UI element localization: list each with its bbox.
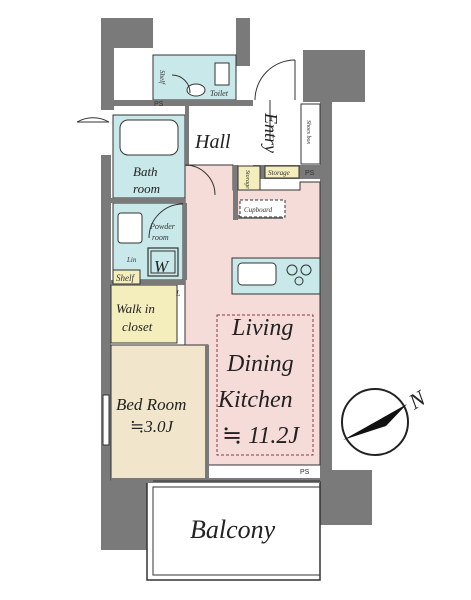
ldk-label-3: Kitchen [217,387,293,413]
stove-burner-icon [300,264,312,276]
walk-in-closet [110,284,178,344]
storage-box-1 [237,165,261,191]
walk-in-label-1: Walk in [116,301,155,316]
ps-label-2: PS [305,170,315,177]
ps-label-1: PS [154,101,164,108]
toilet-bowl-icon [186,83,206,97]
bedroom-window [102,394,110,446]
ps-label-3: PS [300,469,310,476]
toilet-label: Toilet [210,89,229,98]
storage-label-1: Storage [244,170,250,189]
storage-label-2: Storage [268,169,290,177]
north-label: N [403,385,430,415]
shoes-box-label: Shoes box [305,120,311,144]
hall-label: Hall [194,131,231,153]
washing-machine-icon [147,247,179,277]
walk-in-label-2: closet [122,319,153,334]
shelf-label: Shelf [116,273,135,283]
washer-label: W [154,257,170,276]
balcony [146,481,321,581]
washbasin-icon [117,212,143,244]
entry-label: Entry [261,112,281,153]
cupboard-label: Cupboard [244,206,273,214]
bedroom [110,344,209,481]
shoes-box [300,103,321,165]
ldk-dashed-outline [216,314,314,456]
stove-burner-icon [294,276,304,286]
shelf-bed-label: L [175,289,181,298]
ldk-label-1: Living [231,315,293,341]
stove-burner-icon [286,264,298,276]
north-compass: N [341,385,431,456]
sink-icon [237,262,277,286]
powder-label-1: Powder [149,222,176,231]
storage-box-2 [264,165,300,179]
ldk-label-2: Dining [226,351,294,377]
doors [76,59,296,239]
cupboard [239,199,286,218]
bath-label-2: room [133,181,160,196]
bedroom-label-1: Bed Room [116,395,186,414]
entry-area [253,100,303,165]
balcony-label: Balcony [190,515,276,544]
hall-area [185,110,253,165]
powder-label-2: room [152,233,169,242]
bedroom-label-2: ≒3.0J [130,417,174,436]
shelf-box [112,269,141,285]
lin-label: Lin [126,256,137,264]
toilet-sink-icon [214,62,230,86]
bathtub-icon [119,119,179,156]
shelf-top-label: Shelf [158,70,166,85]
room-labels: Toilet Shelf Hall Entry Shoes box Bath r… [116,70,315,544]
exterior-walls [101,18,372,550]
ldk-label-4: ≒ 11.2J [222,423,300,449]
kitchen-counter [231,257,321,295]
bath-label-1: Bath [133,164,158,179]
compass-needle-icon [343,404,407,440]
